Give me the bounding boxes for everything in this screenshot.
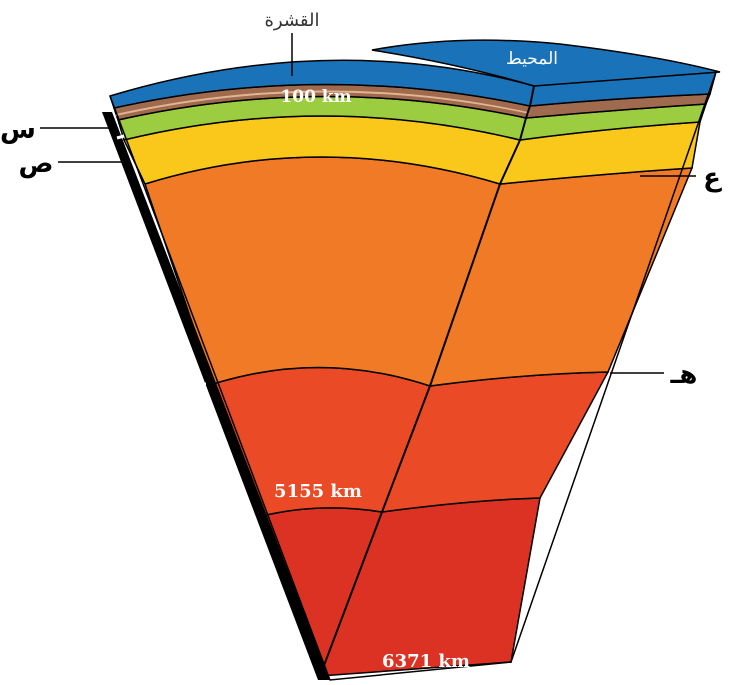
depth-5155-label: 5155 km — [274, 481, 362, 502]
diagram-outline — [109, 71, 717, 681]
crust-highlight — [116, 90, 530, 116]
marker-sin-label: س — [0, 115, 36, 145]
ocean-dome — [371, 39, 721, 87]
inner-core-layer — [261, 497, 541, 677]
marker-ha-label: هـ — [670, 360, 698, 390]
depth-scale-bar — [102, 112, 330, 680]
marker-sad-label: ص — [19, 149, 54, 179]
cut-edge-line — [319, 85, 535, 677]
mantle-layer — [144, 156, 694, 387]
marker-ain-label: ع — [703, 163, 722, 193]
crust-label: القشرة — [264, 10, 319, 31]
outer-core-layer — [212, 366, 610, 517]
depth-6371-label: 6371 km — [382, 651, 470, 672]
ocean-layer — [109, 59, 717, 109]
ocean-label: المحيط — [506, 49, 558, 69]
depth-100-label: 100 km — [280, 87, 351, 107]
depth-scale-gap-1 — [116, 134, 125, 140]
